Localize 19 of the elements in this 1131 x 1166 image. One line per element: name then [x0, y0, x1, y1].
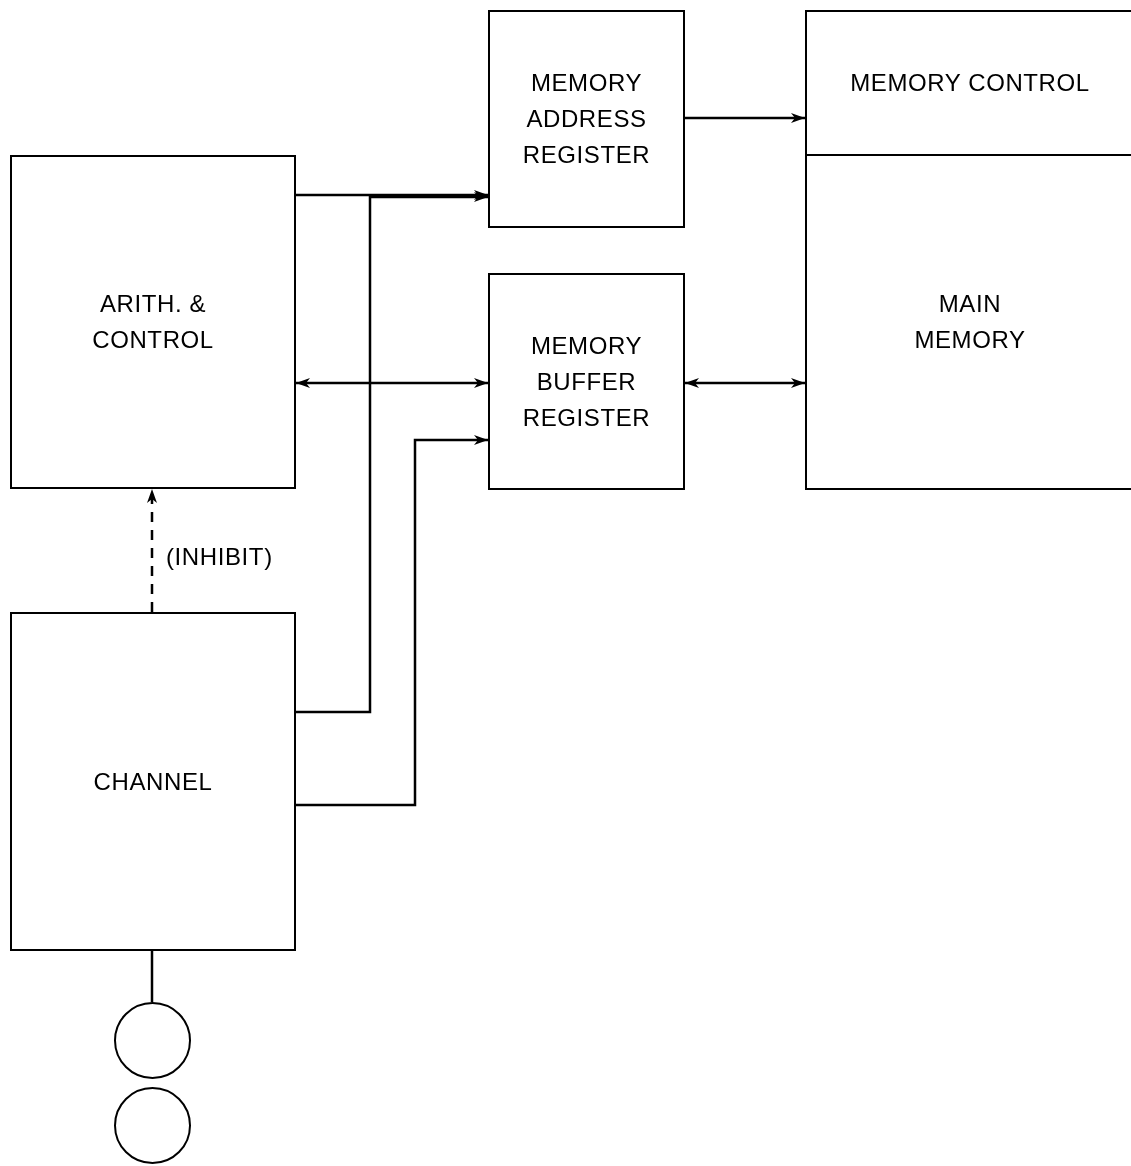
- box-label: MEMORY BUFFER REGISTER: [522, 330, 651, 433]
- box-label: MAIN MEMORY: [914, 289, 1026, 355]
- arrow: [685, 113, 805, 123]
- box-label: CHANNEL: [93, 766, 213, 797]
- block-box: [10, 612, 296, 951]
- box-label: MEMORY CONTROL: [850, 68, 1090, 98]
- dashed-arrow: [147, 489, 157, 612]
- box-label: ARITH. & CONTROL: [92, 289, 214, 355]
- block-box: [805, 154, 1131, 490]
- arrow: [685, 378, 805, 388]
- arrow: [296, 378, 488, 388]
- block-box: [805, 10, 1131, 156]
- block-box: [488, 273, 685, 490]
- arrow: [296, 435, 488, 807]
- arrow: [296, 192, 488, 714]
- arrow: [296, 190, 488, 200]
- block-box: [488, 10, 685, 228]
- block-box: [10, 155, 296, 489]
- box-label: MEMORY ADDRESS REGISTER: [522, 68, 651, 170]
